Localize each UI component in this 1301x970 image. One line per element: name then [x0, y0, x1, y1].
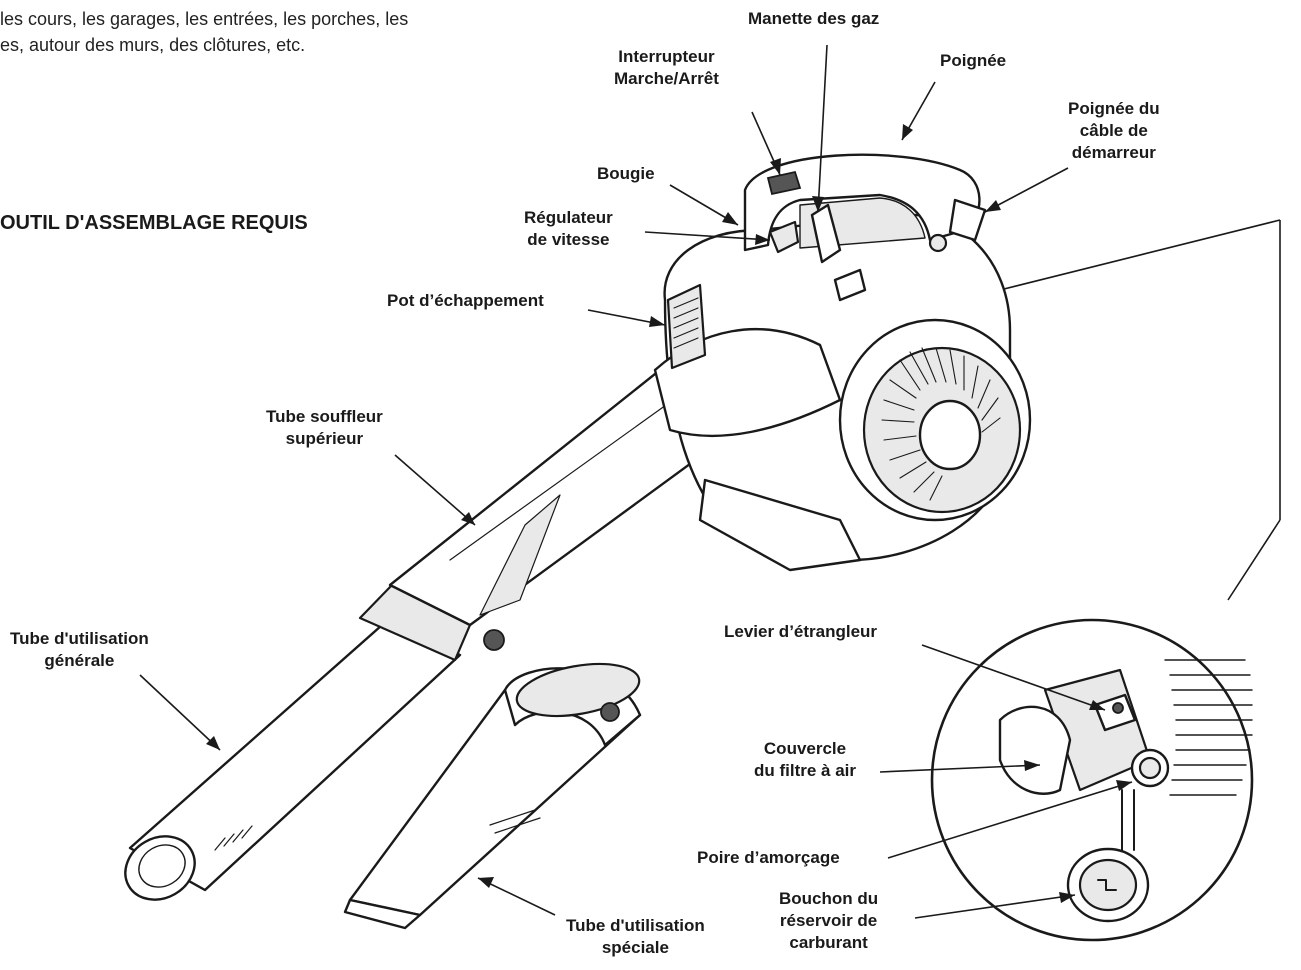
general-use-tube — [124, 583, 505, 901]
label-line: Marche/Arrêt — [614, 69, 719, 88]
label-line: spéciale — [601, 938, 669, 957]
label-poignee: Poignée — [940, 50, 1006, 72]
on-off-switch — [766, 170, 802, 196]
leader-couvercle-filtre — [879, 764, 1041, 773]
air-filter-cover — [998, 705, 1072, 795]
label-line: du filtre à air — [754, 761, 857, 780]
intro-text-line-2: es, autour des murs, des clôtures, etc. — [0, 35, 306, 55]
label-poire-amorcage: Poire d’amorçage — [697, 847, 840, 869]
label-line: Tube d'utilisation — [10, 629, 149, 648]
fuel-tank-cap — [1066, 847, 1150, 923]
label-couvercle-filtre-a-air: Couvercle du filtre à air — [754, 738, 856, 782]
leader-tube-souffleur — [394, 454, 476, 526]
label-bouchon-reservoir-carburant: Bouchon du réservoir de carburant — [779, 888, 878, 954]
label-line: démarreur — [1071, 143, 1156, 162]
label-tube-souffleur-superieur: Tube souffleur supérieur — [266, 406, 383, 450]
section-heading: OUTIL D'ASSEMBLAGE REQUIS — [0, 212, 308, 234]
tube-lock-button — [483, 629, 505, 651]
speed-regulator-lever — [768, 220, 800, 254]
label-line: Couvercle — [763, 739, 847, 758]
leader-levier-etrangleur — [921, 644, 1106, 711]
throttle-trigger — [810, 203, 842, 264]
label-poignee-du-cable-de-demarreur: Poignée du câble de démarreur — [1068, 98, 1160, 164]
label-line: Tube d'utilisation — [566, 916, 705, 935]
label-manette-des-gaz: Manette des gaz — [748, 8, 879, 30]
zoom-connector-top — [999, 219, 1281, 291]
label-line: Bouchon du — [779, 889, 879, 908]
label-line: Poire d’amorçage — [697, 848, 840, 867]
leader-tube-special — [477, 877, 556, 916]
label-line: Tube souffleur — [266, 407, 383, 426]
label-line: de vitesse — [527, 230, 610, 249]
leader-tube-general — [139, 674, 221, 751]
leader-manette-des-gaz — [817, 44, 828, 213]
label-pot-echappement: Pot d’échappement — [387, 290, 544, 312]
label-line: câble de — [1079, 121, 1148, 140]
leader-bouchon-reservoir — [914, 894, 1076, 919]
label-interrupteur-marche-arret: Interrupteur Marche/Arrêt — [614, 46, 719, 90]
label-line: Poignée du — [1068, 99, 1160, 118]
leader-poignee-cable — [984, 167, 1069, 213]
zoom-detail-view — [930, 618, 1254, 942]
label-line: carburant — [789, 933, 868, 952]
label-line: Interrupteur — [618, 47, 715, 66]
label-line: Bougie — [597, 164, 655, 183]
label-regulateur-de-vitesse: Régulateur de vitesse — [524, 207, 613, 251]
leader-poire-amorcage — [887, 781, 1133, 859]
label-line: supérieur — [285, 429, 364, 448]
label-line: réservoir de — [779, 911, 878, 930]
label-line: Pot d’échappement — [387, 291, 544, 310]
label-tube-utilisation-speciale: Tube d'utilisation spéciale — [566, 915, 705, 959]
label-line: Manette des gaz — [748, 9, 880, 28]
label-tube-utilisation-generale: Tube d'utilisation générale — [10, 628, 149, 672]
blower-engine-housing — [653, 153, 1032, 572]
intro-text-line-1: les cours, les garages, les entrées, les… — [0, 9, 409, 29]
starter-cord-handle — [948, 198, 987, 242]
label-line: Poignée — [940, 51, 1007, 70]
leader-regulateur — [644, 231, 771, 241]
label-line: Levier d’étrangleur — [724, 622, 878, 641]
special-use-tube — [343, 662, 642, 930]
label-line: Régulateur — [524, 208, 613, 227]
label-line: générale — [44, 651, 115, 670]
label-levier-etrangleur: Levier d’étrangleur — [724, 621, 877, 643]
label-bougie: Bougie — [597, 163, 655, 185]
zoom-connector-bottom — [1227, 519, 1281, 601]
leader-arrowheads — [206, 124, 1132, 903]
